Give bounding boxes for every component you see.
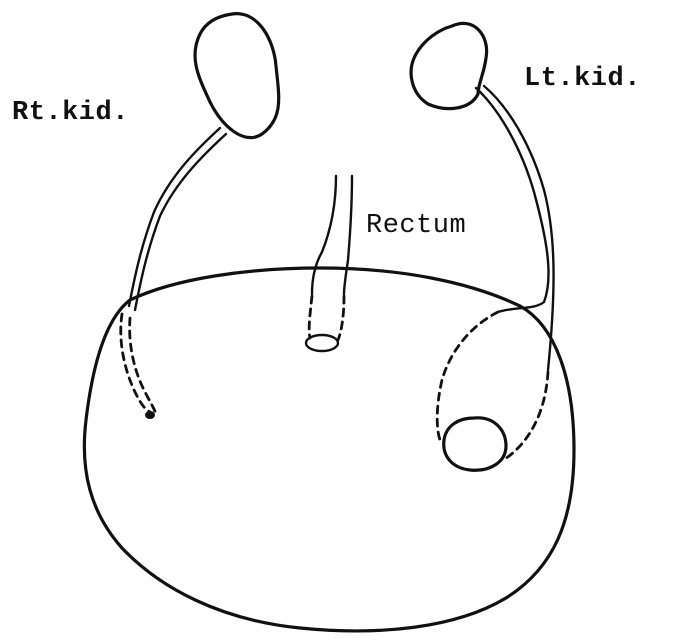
rectum-opening [306,335,338,351]
rectum-wall-left [312,176,336,294]
rectum-dashed-right [338,296,344,340]
right-ureter-intramural-2 [130,318,156,414]
right-kidney-label: Rt.kid. [12,98,129,128]
left-ureteral-orifice [444,418,506,470]
rectum-wall-right [344,176,352,294]
rectum-label: Rectum [366,211,466,241]
rectum-dashed-left [309,296,312,338]
left-ureter [476,88,549,312]
right-ureteral-orifice [145,411,155,419]
bladder-outline [84,268,574,631]
left-ureter-intramural-2 [502,372,548,460]
left-kidney [411,23,487,108]
right-kidney [195,14,279,138]
left-kidney-label: Lt.kid. [524,64,641,94]
right-ureter [129,128,220,306]
